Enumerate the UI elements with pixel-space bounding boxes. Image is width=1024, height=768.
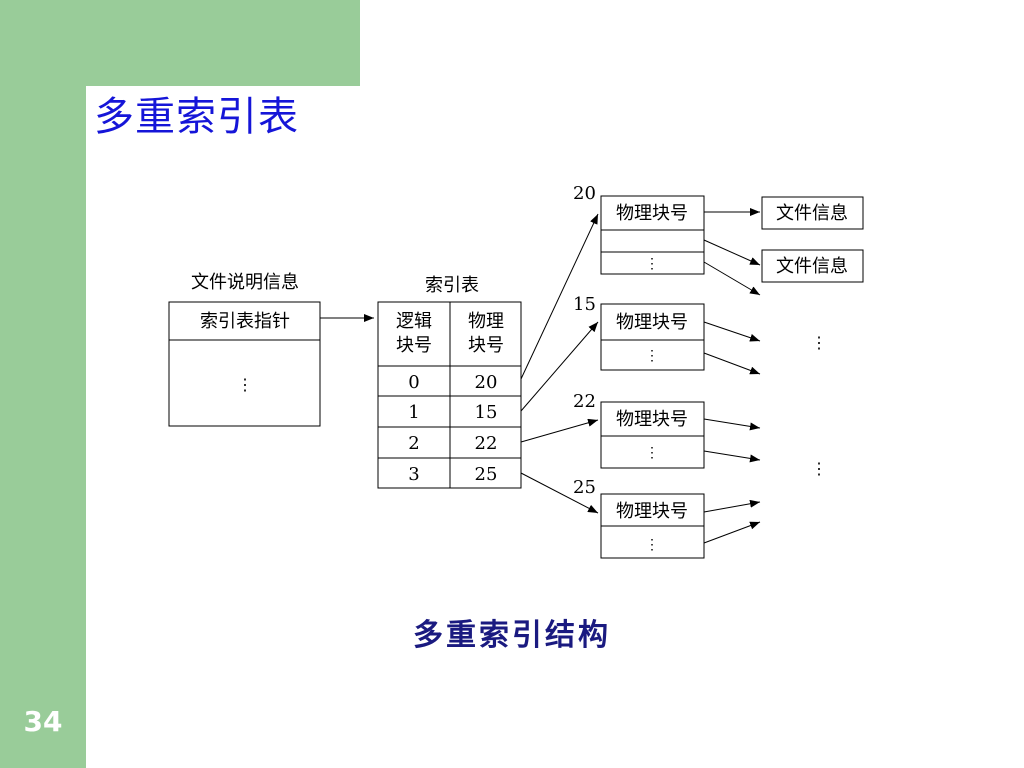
block-number: 15 <box>573 294 596 315</box>
file-target-label: 文件信息 <box>776 256 848 277</box>
index-table-cell: 3 <box>408 464 419 485</box>
block-head: 物理块号 <box>616 312 688 333</box>
file-info-label: 文件说明信息 <box>191 272 299 293</box>
block-arrow <box>703 352 761 375</box>
block-arrow <box>703 418 761 431</box>
block-head: 物理块号 <box>616 203 688 224</box>
file-target-box <box>761 249 864 283</box>
block-box <box>600 401 705 469</box>
block-head: 物理块号 <box>616 501 688 522</box>
block-arrow <box>703 499 761 513</box>
block-dots: ⋮ <box>645 445 659 461</box>
block-arrow <box>703 321 761 342</box>
index-table-label: 索引表 <box>425 275 479 296</box>
file-info-dots: ⋮ <box>237 375 253 394</box>
block-arrow <box>703 450 761 463</box>
index-table-header-cell: 物理块号 <box>468 311 504 356</box>
page-number: 34 <box>23 705 63 738</box>
file-target-box <box>761 196 864 230</box>
slide-title: 多重索引表 <box>94 94 299 140</box>
index-arrow <box>520 213 599 380</box>
top-bar <box>0 0 360 86</box>
diagram-caption: 多重索引结构 <box>413 618 611 653</box>
block-number: 25 <box>573 477 596 498</box>
block-dots: ⋮ <box>645 537 659 553</box>
sidebar <box>0 0 86 768</box>
file-target-label: 文件信息 <box>776 203 848 224</box>
block-arrow <box>703 261 761 296</box>
index-table-cell: 1 <box>408 402 419 423</box>
block-arrow <box>703 239 761 266</box>
block-dots: ⋮ <box>645 348 659 364</box>
index-table-cell: 25 <box>475 464 498 485</box>
block-box <box>600 195 705 275</box>
index-arrow <box>520 472 599 514</box>
block-dots: ⋮ <box>645 256 659 272</box>
block-head: 物理块号 <box>616 409 688 430</box>
block-number: 20 <box>573 183 596 204</box>
index-arrow <box>520 418 599 443</box>
index-table-header-cell: 逻辑块号 <box>396 311 432 356</box>
ellipsis: ⋮ <box>811 459 827 478</box>
corner-curve <box>86 86 104 104</box>
block-number: 22 <box>573 391 596 412</box>
file-info-pointer-row: 索引表指针 <box>200 311 290 332</box>
ellipsis: ⋮ <box>811 333 827 352</box>
index-table-cell: 0 <box>408 372 419 393</box>
index-table-cell: 22 <box>475 433 498 454</box>
index-table-cell: 2 <box>408 433 419 454</box>
index-arrow <box>520 321 599 412</box>
index-table-cell: 20 <box>475 372 498 393</box>
file-info-box <box>168 301 321 427</box>
block-box <box>600 303 705 371</box>
block-arrow <box>703 521 761 544</box>
index-table-cell: 15 <box>475 402 498 423</box>
